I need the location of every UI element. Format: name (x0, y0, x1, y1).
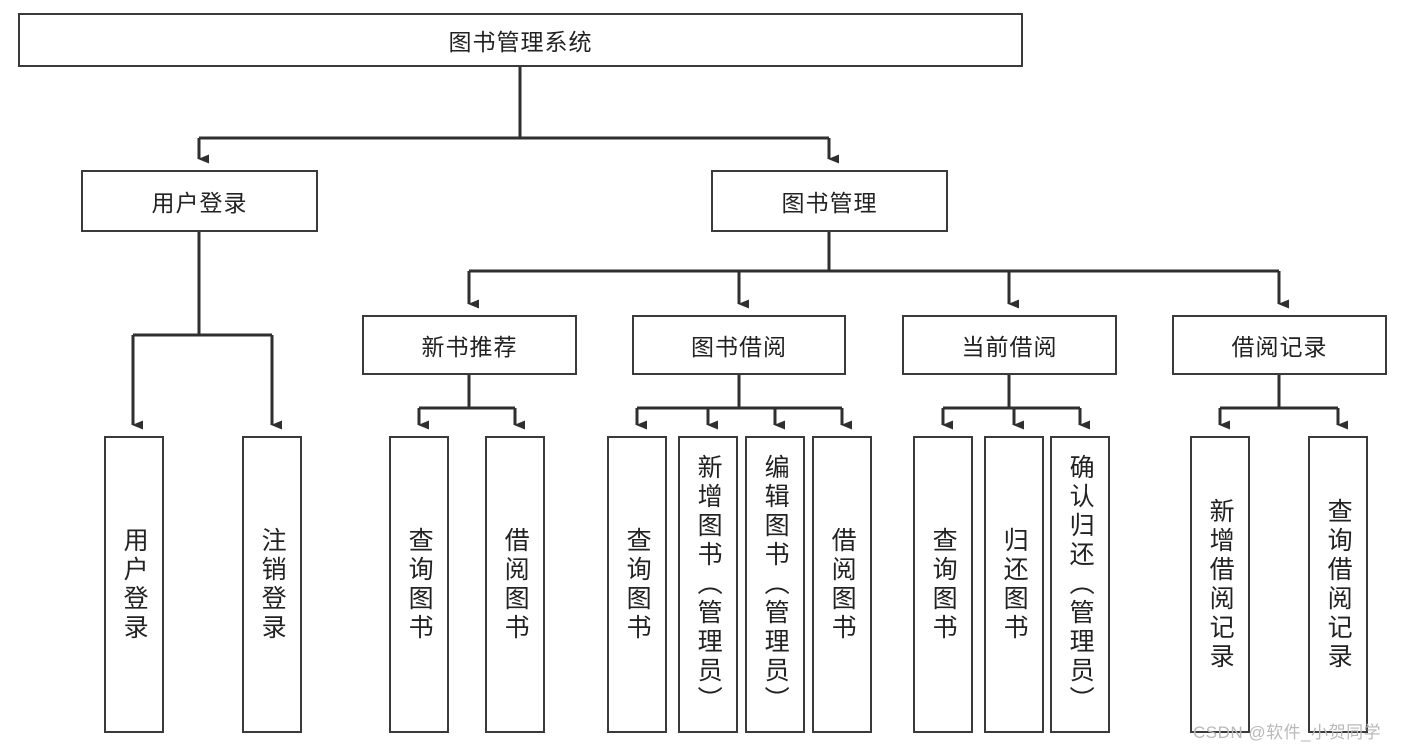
node-leaf-confirm-return-admin[interactable]: 确认归还（管理员） (1050, 436, 1110, 733)
node-leaf-edit-book-admin[interactable]: 编辑图书（管理员） (745, 436, 805, 733)
node-label: 新增借阅记录 (1206, 497, 1235, 672)
node-root-system[interactable]: 图书管理系统 (18, 13, 1023, 67)
node-label: 确认归还（管理员） (1066, 454, 1095, 715)
node-borrow-record[interactable]: 借阅记录 (1172, 315, 1387, 375)
node-leaf-user-login[interactable]: 用户登录 (104, 436, 164, 733)
node-leaf-return-book[interactable]: 归还图书 (984, 436, 1044, 733)
node-leaf-add-borrow-record[interactable]: 新增借阅记录 (1190, 436, 1250, 733)
node-label: 新书推荐 (421, 334, 518, 360)
node-label: 图书管理系统 (448, 29, 593, 55)
node-leaf-query-books-borrow[interactable]: 查询图书 (607, 436, 667, 733)
node-label: 查询图书 (929, 526, 958, 643)
node-label: 图书管理 (781, 190, 878, 216)
node-user-login[interactable]: 用户登录 (81, 170, 318, 232)
node-leaf-query-borrow-record[interactable]: 查询借阅记录 (1308, 436, 1368, 733)
node-label: 归还图书 (1000, 526, 1029, 643)
node-label: 当前借阅 (961, 334, 1058, 360)
node-leaf-query-books-current[interactable]: 查询图书 (913, 436, 973, 733)
node-label: 借阅记录 (1231, 334, 1328, 360)
node-label: 用户登录 (120, 526, 149, 643)
node-label: 编辑图书（管理员） (761, 454, 790, 715)
node-leaf-borrow-books-recommend[interactable]: 借阅图书 (485, 436, 545, 733)
csdn-watermark: CSDN @软件_小贺同学 (1193, 723, 1382, 742)
node-label: 注销登录 (258, 526, 287, 643)
node-label: 用户登录 (151, 190, 248, 216)
node-label: 新增图书（管理员） (694, 454, 723, 715)
node-label: 查询图书 (405, 526, 434, 643)
node-label: 借阅图书 (501, 526, 530, 643)
node-label: 借阅图书 (828, 526, 857, 643)
node-leaf-borrow-book[interactable]: 借阅图书 (812, 436, 872, 733)
node-book-management[interactable]: 图书管理 (711, 170, 948, 232)
node-label: 查询图书 (623, 526, 652, 643)
node-leaf-add-book-admin[interactable]: 新增图书（管理员） (678, 436, 738, 733)
node-label: 查询借阅记录 (1324, 497, 1353, 672)
node-leaf-query-books-recommend[interactable]: 查询图书 (389, 436, 449, 733)
node-leaf-user-logout[interactable]: 注销登录 (242, 436, 302, 733)
node-book-borrow[interactable]: 图书借阅 (632, 315, 846, 375)
node-new-book-recommend[interactable]: 新书推荐 (362, 315, 577, 375)
node-label: 图书借阅 (691, 334, 787, 360)
node-current-borrow[interactable]: 当前借阅 (902, 315, 1117, 375)
